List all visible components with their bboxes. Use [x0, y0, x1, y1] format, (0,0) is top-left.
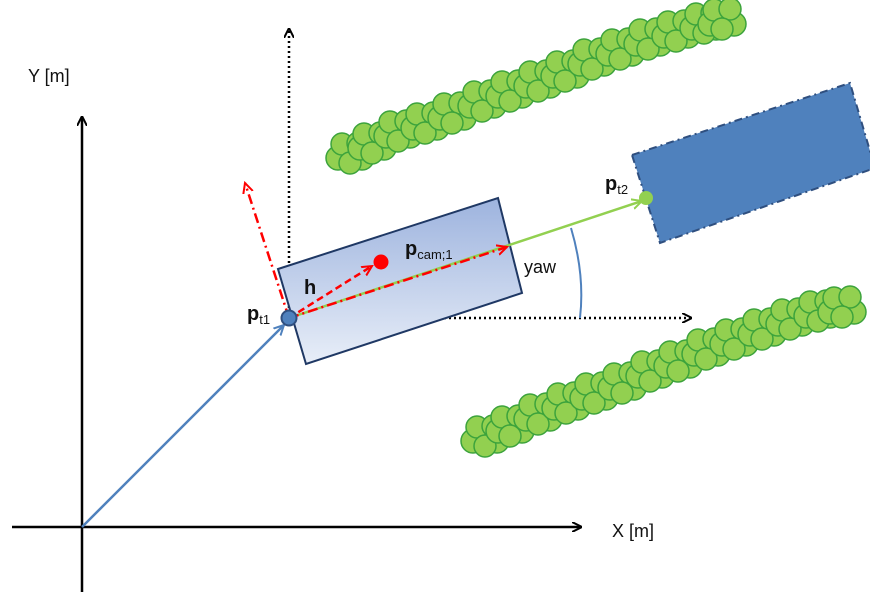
h-vector [288, 266, 372, 320]
label-p-cam: pcam;1 [405, 238, 453, 262]
position-vector [81, 325, 284, 528]
label-h: h [304, 277, 316, 299]
label-p-t1: pt1 [247, 303, 270, 327]
x-axis-label: X [m] [612, 521, 654, 541]
point-p-t1 [280, 309, 298, 327]
camera-direction-dash [288, 247, 507, 320]
perpendicular-dash [245, 183, 291, 319]
target-vehicle [630, 81, 870, 245]
label-yaw: yaw [524, 257, 557, 277]
y-axis-label: Y [m] [28, 66, 70, 86]
tree-row-lower [460, 285, 867, 458]
label-p-t2: pt2 [605, 173, 628, 197]
point-p-t2 [639, 191, 653, 205]
yaw-arc [570, 227, 583, 319]
camera-point [373, 254, 389, 270]
